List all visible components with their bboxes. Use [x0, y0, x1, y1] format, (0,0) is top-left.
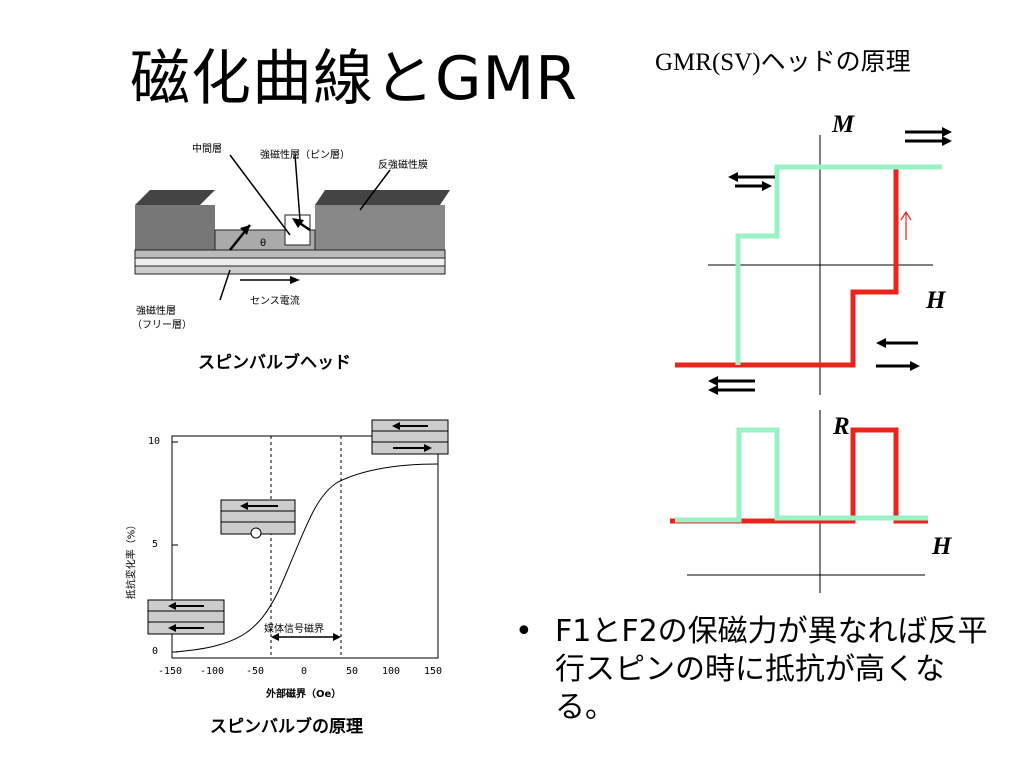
green-hysteresis-branch	[735, 164, 942, 365]
layer-1	[134, 249, 446, 259]
slide-title: 磁化曲線とGMR	[130, 44, 578, 114]
left-block-front	[135, 205, 215, 250]
right-block-front	[315, 205, 445, 250]
red-resistance-curve	[670, 427, 928, 524]
x-tick-100: 100	[382, 666, 401, 677]
bullet-text: F1とF2の保磁力が異なれば反平行スピンの時に抵抗が高くなる。	[555, 614, 988, 725]
green-resistance-curve	[675, 427, 928, 523]
x-tick-50: 50	[346, 666, 359, 677]
red-hysteresis-branch	[675, 167, 899, 368]
label-free-layer: 強磁性層	[136, 306, 176, 317]
m-axis-label: M	[832, 111, 855, 138]
left-block-top	[135, 190, 215, 205]
label-sense-current: センス電流	[250, 296, 300, 307]
label-pinned-layer: 強磁性層（ピン層）	[260, 150, 350, 161]
layer-3	[134, 265, 446, 275]
label-free-layer-sub: （フリー層）	[132, 320, 192, 331]
mr-curve-figure: 10 5 0 抵抗変化率（%） -150 -100 -50 0 50 100 1…	[126, 412, 468, 742]
label-middle-layer: 中間層	[192, 144, 222, 155]
y-tick-10: 10	[148, 436, 161, 447]
x-tick-m50: -50	[246, 666, 265, 677]
mr-curve-plot	[147, 419, 449, 659]
r-axis-label: R	[833, 413, 850, 440]
right-block-top	[315, 190, 450, 205]
mr-curve	[173, 463, 439, 653]
hysteresis-diagram: M H R H	[660, 105, 990, 605]
spin-valve-illustration: 中間層 強磁性層（ピン層） 反強磁性膜 強磁性層 （フリー層） センス電流 θ …	[120, 130, 460, 375]
out-of-plane-icon	[250, 527, 262, 539]
signal-field-annotation: 媒体信号磁界	[264, 624, 324, 635]
red-up-arrow	[900, 210, 912, 221]
hysteresis-drawing	[670, 127, 952, 593]
caption-spin-valve-head: スピンバルブヘッド	[198, 353, 351, 373]
plot-frame	[171, 435, 439, 659]
h-axis-label-bottom: H	[932, 533, 952, 560]
pinned-cutaway	[284, 214, 311, 246]
x-tick-0: 0	[301, 666, 308, 677]
x-tick-m100: -100	[200, 666, 225, 677]
x-tick-150: 150	[424, 666, 443, 677]
layer-2	[134, 257, 446, 267]
label-theta: θ	[260, 238, 267, 249]
h-axis-label-top: H	[926, 287, 946, 314]
bullet-marker: •	[515, 614, 533, 649]
spin-valve-drawing	[134, 154, 450, 301]
y-axis-label: 抵抗変化率（%）	[126, 519, 138, 600]
x-axis-label: 外部磁界（Oe）	[266, 689, 342, 700]
y-tick-5: 5	[152, 539, 159, 550]
y-tick-0: 0	[152, 646, 159, 657]
label-afm-layer: 反強磁性膜	[378, 160, 428, 171]
right-figure-title: GMR(SV)ヘッドの原理	[655, 49, 911, 76]
caption-spin-valve-principle: スピンバルブの原理	[210, 717, 363, 737]
x-tick-m150: -150	[158, 666, 183, 677]
